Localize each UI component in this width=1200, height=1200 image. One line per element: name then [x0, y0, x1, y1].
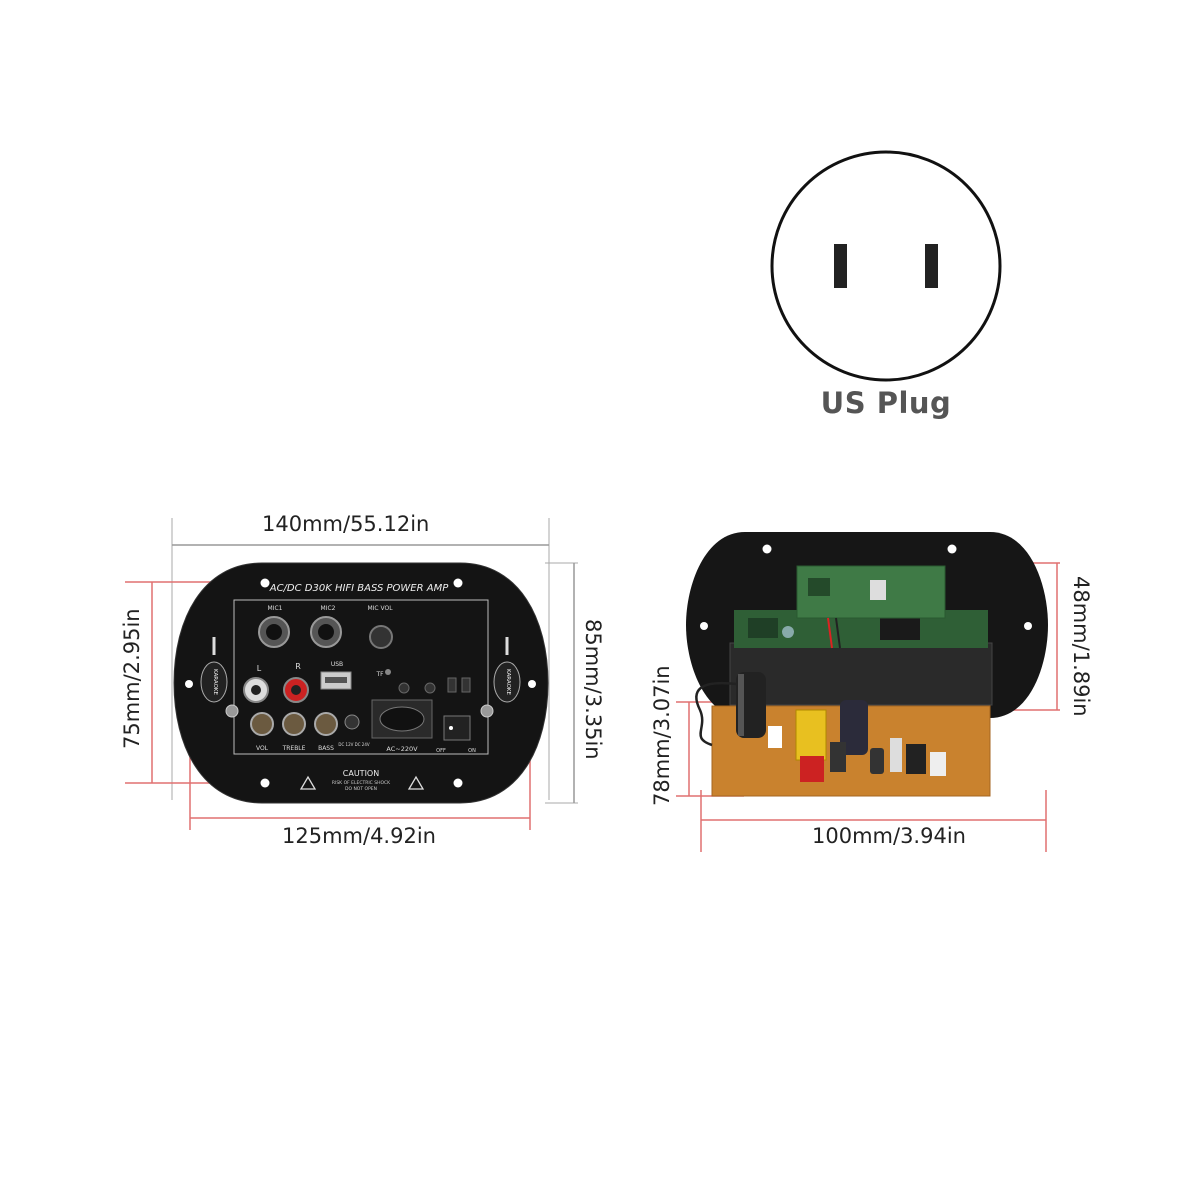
side-depth-label: 100mm/3.94in	[812, 824, 966, 848]
front-width-holes-label: 125mm/4.92in	[282, 824, 436, 848]
plug-label: US Plug	[820, 386, 952, 420]
panel-label-treble: TREBLE	[282, 745, 306, 752]
panel-label-bass: BASS	[318, 745, 334, 752]
panel-label-r: R	[295, 662, 301, 671]
panel-label-vol: VOL	[256, 745, 269, 752]
panel-title: AC/DC D30K HIFI BASS POWER AMP	[269, 583, 449, 594]
panel-label-usb: USB	[331, 661, 343, 668]
panel-label-ac: AC~220V	[386, 745, 418, 753]
us-plug-icon	[770, 148, 1006, 384]
panel-label-mic1: MIC1	[268, 605, 283, 612]
front-height-holes-label: 75mm/2.95in	[120, 608, 144, 749]
panel-label-off: OFF	[436, 748, 446, 754]
karaoke-label-left: KARAOKE	[212, 669, 218, 695]
panel-label-tf: TF	[375, 671, 384, 678]
front-height-total-label: 85mm/3.35in	[581, 619, 605, 760]
panel-label-l: L	[257, 664, 262, 673]
side-view-diagram	[640, 520, 1090, 860]
panel-label-mic2: MIC2	[321, 605, 336, 612]
side-height-module-label: 48mm/1.89in	[1069, 576, 1093, 717]
side-height-board-label: 78mm/3.07in	[650, 665, 674, 806]
panel-label-on: ON	[468, 748, 476, 754]
caution-line2: DO NOT OPEN	[345, 786, 377, 792]
front-width-total-label: 140mm/55.12in	[262, 512, 430, 536]
front-panel-diagram: AC/DC D30K HIFI BASS POWER AMP MIC1 MIC2…	[0, 500, 620, 860]
caution-title: CAUTION	[343, 769, 379, 778]
karaoke-label-right: KARAOKE	[505, 669, 511, 695]
panel-label-dc: DC 12V DC 24V	[338, 742, 369, 747]
panel-label-mic-vol: MIC VOL	[367, 605, 393, 612]
caution-line1: RISK OF ELECTRIC SHOCK	[332, 780, 391, 786]
